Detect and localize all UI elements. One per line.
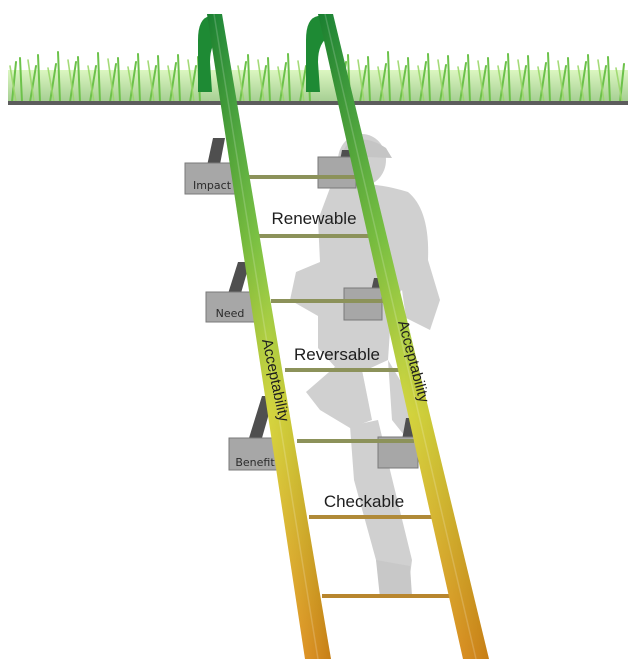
- rung-label-checkable: Checkable: [324, 492, 404, 511]
- support-label-benefit: Benefit: [235, 456, 275, 469]
- support-label-need: Need: [216, 307, 245, 320]
- rung-label-reversable: Reversable: [294, 345, 380, 364]
- rung-label-renewable: Renewable: [271, 209, 356, 228]
- left-rail: [198, 14, 331, 659]
- support-label-impact: Impact: [193, 179, 232, 192]
